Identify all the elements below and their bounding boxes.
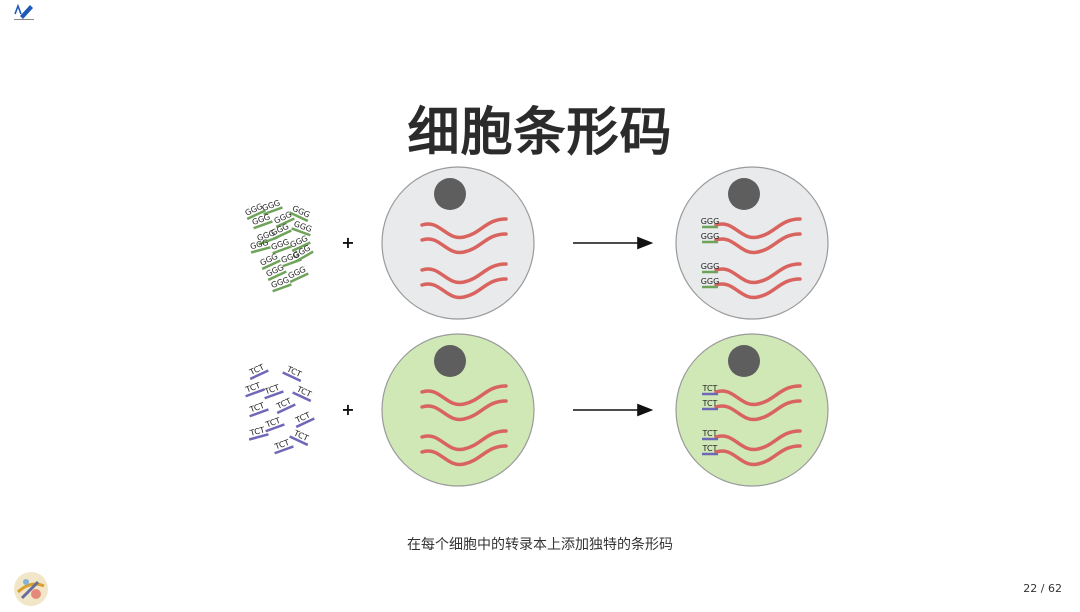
free-barcode-underline [272,245,292,255]
free-barcode-underline [265,423,285,433]
free-barcode: GGG [261,198,283,216]
free-barcode-underline [263,206,283,216]
free-barcode: GGG [251,212,273,230]
free-barcode-underline [245,388,265,398]
cell-after: TCT TCT TCT TCT [675,333,829,487]
free-barcode-underline [267,270,287,282]
free-barcode-underline [295,417,315,429]
slide-caption: 在每个细胞中的转录本上添加独特的条形码 [407,537,673,553]
free-barcode: GGG [270,237,292,255]
free-barcode: TCT [264,416,285,433]
free-barcode: TCT [273,438,294,455]
cell-nucleus [728,345,760,377]
transcript [714,232,802,255]
free-barcode: GGG [270,222,292,241]
free-barcode: TCT [247,362,269,381]
attached-barcode-label: GGG [701,262,720,271]
transcript [420,399,508,422]
free-barcode-underline [253,220,273,230]
free-barcode: TCT [292,384,313,403]
cell-after: GGG GGG GGG GGG [675,166,829,320]
free-barcode: GGG [249,238,271,254]
free-barcode-underline [248,433,269,441]
free-barcode-underline [291,227,311,237]
transcript [420,429,508,452]
page-number: 22 / 62 [1023,582,1062,595]
transcript [420,384,508,407]
circular-logo-icon [12,570,50,612]
free-barcode-underline [292,391,312,403]
free-barcode-underline [246,209,266,221]
slide-title: 细胞条形码 [407,103,673,163]
transcript [714,399,802,422]
pencil-logo-icon [12,2,36,26]
transcript [420,262,508,285]
free-barcode: TCT [248,401,269,418]
attached-barcode-label: TCT [702,399,718,408]
attached-barcode-label: GGG [701,232,720,241]
transcript [714,444,802,467]
free-barcode: TCT [282,364,303,383]
free-barcode-underline [250,246,271,254]
transcript [420,444,508,467]
cell-nucleus [434,178,466,210]
transcript [714,277,802,300]
transcript [714,217,802,240]
free-barcode-underline [289,272,309,284]
attached-barcode-label: TCT [702,429,718,438]
free-barcode: GGG [291,219,313,237]
free-barcode: TCT [289,428,310,447]
attached-barcode-label: TCT [702,444,718,453]
free-barcode-underline [291,241,311,253]
free-barcode: TCT [293,410,315,429]
free-barcode: GGG [270,275,292,293]
cell-nucleus [434,345,466,377]
free-barcode-underline [249,369,269,381]
transcript [420,277,508,300]
free-barcode: GGG [280,250,302,268]
transcript [420,232,508,255]
attached-barcode-label: GGG [701,277,720,286]
attached-barcode-label: TCT [702,384,718,393]
free-barcode-underline [289,435,309,447]
free-barcode-underline [276,403,296,415]
transcript [714,262,802,285]
free-barcode: GGG [287,265,309,284]
free-barcode-underline [249,408,269,418]
cell-before [381,333,535,487]
free-barcode: TCT [274,396,296,415]
free-barcode-underline [282,258,302,268]
cell-before [381,166,535,320]
attached-barcode-label: GGG [701,217,720,226]
free-barcode-underline [289,211,309,223]
transcript [714,384,802,407]
free-barcode-underline [261,259,281,271]
free-barcode: TCT [248,425,269,441]
plus-sign: + [341,400,354,419]
free-barcode-underline [274,445,294,455]
free-barcode: TCT [263,383,284,400]
free-barcode-underline [275,217,295,229]
free-barcode-underline [272,229,292,241]
free-barcode-underline [282,371,302,383]
plus-sign: + [341,233,354,252]
free-barcode-underline [264,390,284,400]
transcript [420,217,508,240]
free-barcode: TCT [244,381,265,398]
cell-nucleus [728,178,760,210]
transcript [714,429,802,452]
free-barcode-underline [272,283,292,293]
